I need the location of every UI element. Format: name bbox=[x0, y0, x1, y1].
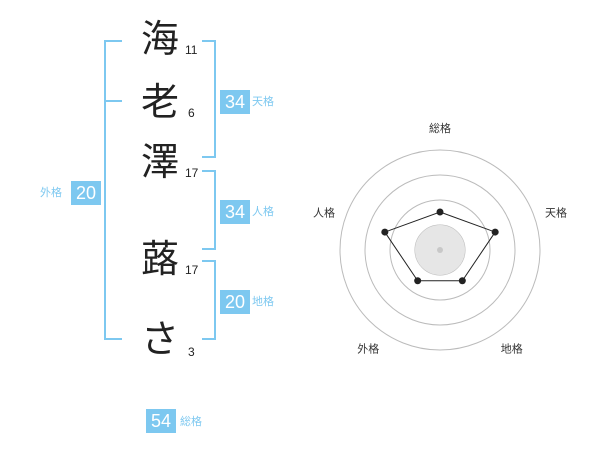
radar-point-4 bbox=[414, 277, 422, 285]
stroke-count-5: 3 bbox=[188, 345, 195, 359]
radar-series-outline bbox=[384, 211, 496, 282]
chikaku-label: 地格 bbox=[252, 295, 274, 308]
radar-point-3 bbox=[458, 277, 466, 285]
jinkaku-label: 人格 bbox=[252, 205, 274, 218]
radar-ring-2 bbox=[389, 199, 491, 301]
chikaku-bracket bbox=[202, 260, 216, 340]
name-char-5: さ bbox=[140, 317, 179, 361]
radar-ring-3 bbox=[364, 174, 516, 326]
radar-axis-label-3: 地格 bbox=[501, 342, 523, 356]
radar-center-dot bbox=[437, 247, 443, 253]
radar-point-2 bbox=[491, 228, 499, 236]
stroke-count-1: 11 bbox=[185, 43, 198, 57]
jinkaku-bracket bbox=[202, 170, 216, 250]
radar-axis-label-4: 外格 bbox=[357, 342, 379, 356]
stroke-count-2: 6 bbox=[188, 106, 195, 120]
radar-axis-label-5: 人格 bbox=[313, 205, 335, 219]
radar-point-1 bbox=[436, 208, 444, 216]
name-char-1: 海 bbox=[140, 17, 179, 61]
name-char-2: 老 bbox=[140, 80, 179, 124]
name-char-4: 蕗 bbox=[140, 237, 179, 281]
radar-point-5 bbox=[381, 228, 389, 236]
soukaku-label: 総格 bbox=[180, 415, 202, 428]
stroke-count-4: 17 bbox=[185, 263, 199, 277]
gaikaku-value: 20 bbox=[71, 181, 101, 205]
stroke-count-3: 17 bbox=[185, 166, 199, 180]
tenkaku-bracket bbox=[202, 40, 216, 158]
name-char-3: 澤 bbox=[140, 140, 179, 184]
tenkaku-value: 34 bbox=[220, 90, 250, 114]
gaikaku-bracket bbox=[104, 40, 122, 340]
chikaku-value: 20 bbox=[220, 290, 250, 314]
tenkaku-label: 天格 bbox=[252, 95, 274, 108]
radar-axis-label-2: 天格 bbox=[545, 205, 567, 219]
jinkaku-value: 34 bbox=[220, 200, 250, 224]
radar-ring-4 bbox=[339, 149, 541, 351]
gaikaku-bracket-mid-tick bbox=[104, 100, 122, 102]
soukaku-value: 54 bbox=[146, 409, 176, 433]
radar-axis-label-1: 総格 bbox=[429, 121, 451, 135]
gaikaku-label: 外格 bbox=[40, 186, 62, 199]
